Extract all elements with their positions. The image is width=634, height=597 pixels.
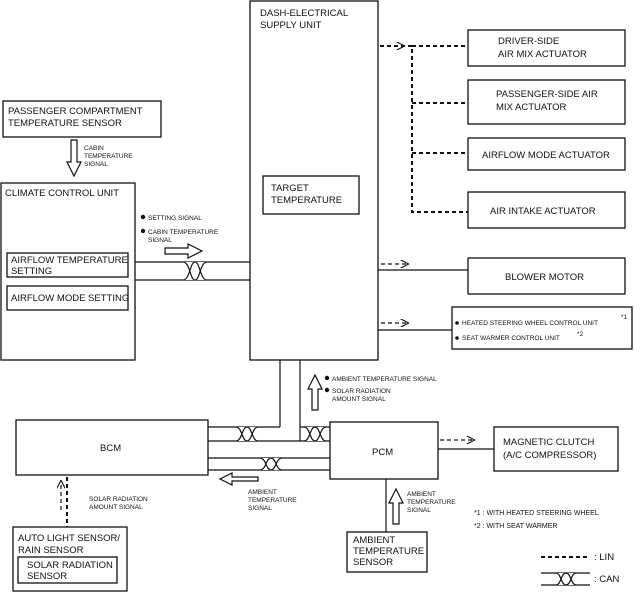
- solar-amount-label-1: SOLAR RADIATION: [332, 388, 391, 395]
- dash-unit-label-1: DASH-ELECTRICAL: [260, 8, 348, 19]
- passenger-side-air-mix-actuator: [467, 79, 626, 125]
- target-temperature-box: [262, 175, 360, 215]
- bcm-ambient-signal-3: SIGNAL: [248, 505, 272, 512]
- ccu-label: CLIMATE CONTROL UNIT: [5, 188, 119, 199]
- seat-warmer-bullet: [455, 336, 459, 340]
- solar-amount-bullet: [324, 387, 330, 393]
- target-temperature-label-2: TEMPERATURE: [271, 195, 342, 206]
- airflow-mode-actuator: [467, 137, 626, 171]
- note-seat-warmer: *2 : WITH SEAT WARMER: [474, 523, 558, 530]
- cabin-temp-can-label-2: SIGNAL: [148, 237, 172, 244]
- airflow-mode-actuator-label: AIRFLOW MODE ACTUATOR: [482, 150, 610, 161]
- heated-steering-note-mark: *1: [621, 314, 628, 321]
- solar-to-bcm-label-1: SOLAR RADIATION: [89, 496, 148, 503]
- blower-motor-label: BLOWER MOTOR: [505, 272, 584, 283]
- pcts-label-2: TEMPERATURE SENSOR: [8, 118, 122, 129]
- heater-control-units-box: [451, 306, 633, 350]
- blower-motor: [467, 257, 626, 295]
- legend-can-twist: [555, 572, 577, 586]
- airflow-mode-setting-box: [6, 285, 129, 311]
- bcm-label: BCM: [100, 443, 121, 454]
- target-temperature-label-1: TARGET: [271, 183, 309, 194]
- magnetic-clutch-box: [493, 426, 619, 472]
- bcm-pcm-can-twist: [259, 457, 283, 471]
- cabin-temp-can-label-1: CABIN TEMPERATURE: [148, 229, 219, 236]
- heated-steering-bullet: [455, 321, 459, 325]
- magnetic-clutch-label-1: MAGNETIC CLUTCH: [503, 437, 594, 448]
- seat-warmer-label: SEAT WARMER CONTROL UNIT: [462, 335, 560, 342]
- magnetic-clutch-label-2: (A/C COMPRESSOR): [503, 450, 596, 461]
- ambient-to-pcm-label-1: AMBIENT: [407, 491, 436, 498]
- driver-side-air-mix-actuator: [467, 29, 626, 67]
- passenger-air-mix-1: PASSENGER-SIDE AIR: [496, 89, 598, 100]
- note-heated-steering: *1 : WITH HEATED STEERING WHEEL: [474, 510, 599, 517]
- cabin-temp-arrow: [66, 139, 82, 178]
- legend-lin-label: : LIN: [594, 552, 614, 563]
- bcm-ambient-signal-1: AMBIENT: [248, 489, 277, 496]
- legend-can-label: : CAN: [594, 574, 619, 585]
- passenger-air-mix-2: MIX ACTUATOR: [496, 102, 567, 113]
- bcm-box: [15, 419, 209, 476]
- pcm-box: [329, 421, 439, 480]
- airflow-temp-setting-1: AIRFLOW TEMPERATURE: [11, 255, 128, 266]
- air-intake-actuator: [467, 191, 626, 229]
- passenger-compartment-temperature-sensor: [2, 100, 162, 138]
- solar-sensor-label-2: SENSOR: [27, 571, 67, 582]
- solar-sensor-label-1: SOLAR RADIATION: [27, 560, 113, 571]
- bcm-ambient-signal-2: TEMPERATURE: [248, 497, 297, 504]
- auto-light-label-1: AUTO LIGHT SENSOR/: [18, 533, 120, 544]
- airflow-temperature-setting-box: [6, 252, 129, 278]
- ambient-signal-bullet: [324, 375, 330, 381]
- airflow-mode-setting-label: AIRFLOW MODE SETTING: [11, 293, 129, 304]
- ambient-signal-label: AMBIENT TEMPERATURE SIGNAL: [332, 376, 437, 383]
- ccu-can-twist: [182, 261, 208, 281]
- pcts-label-1: PASSENGER COMPARTMENT: [8, 106, 143, 117]
- ambient-to-pcm-arrow: [388, 487, 404, 525]
- ambient-temperature-sensor: [346, 531, 428, 573]
- bcm-ambient-arrow: [218, 472, 259, 486]
- driver-air-mix-1: DRIVER-SIDE: [498, 36, 559, 47]
- setting-signal-arrow: [164, 243, 204, 259]
- solar-amount-label-2: AMOUNT SIGNAL: [332, 396, 386, 403]
- heated-steering-label: HEATED STEERING WHEEL CONTROL UNIT: [462, 320, 598, 327]
- ambient-sensor-label-1: AMBIENT: [353, 535, 395, 546]
- solar-to-bcm-label-2: AMOUNT SIGNAL: [89, 504, 143, 511]
- ambient-solar-up-arrow: [307, 373, 323, 411]
- setting-signal-bullet: [140, 214, 146, 220]
- solar-radiation-sensor-box: [17, 556, 118, 584]
- air-intake-actuator-label: AIR INTAKE ACTUATOR: [490, 206, 596, 217]
- ambient-sensor-label-3: SENSOR: [353, 557, 393, 568]
- auto-light-label-2: RAIN SENSOR: [18, 545, 84, 556]
- cabin-temp-can-bullet: [140, 228, 146, 234]
- setting-signal-label: SETTING SIGNAL: [148, 215, 202, 222]
- airflow-temp-setting-2: SETTING: [11, 266, 52, 277]
- driver-air-mix-2: AIR MIX ACTUATOR: [498, 49, 587, 60]
- cabin-temp-signal-3: SIGNAL: [84, 161, 108, 168]
- pcm-label: PCM: [372, 447, 393, 458]
- dash-unit-label-2: SUPPLY UNIT: [260, 20, 322, 31]
- lin-bus-line: [380, 45, 468, 213]
- pcm-dash-can-twist: [303, 426, 327, 442]
- cabin-temp-signal-1: CABIN: [84, 145, 104, 152]
- bcm-dash-can-twist: [235, 426, 259, 442]
- ambient-sensor-label-2: TEMPERATURE: [353, 546, 424, 557]
- cabin-temp-signal-2: TEMPERATURE: [84, 153, 133, 160]
- seat-warmer-note-mark: *2: [577, 331, 584, 338]
- ambient-to-pcm-label-2: TEMPERATURE: [407, 499, 456, 506]
- ambient-to-pcm-label-3: SIGNAL: [407, 507, 431, 514]
